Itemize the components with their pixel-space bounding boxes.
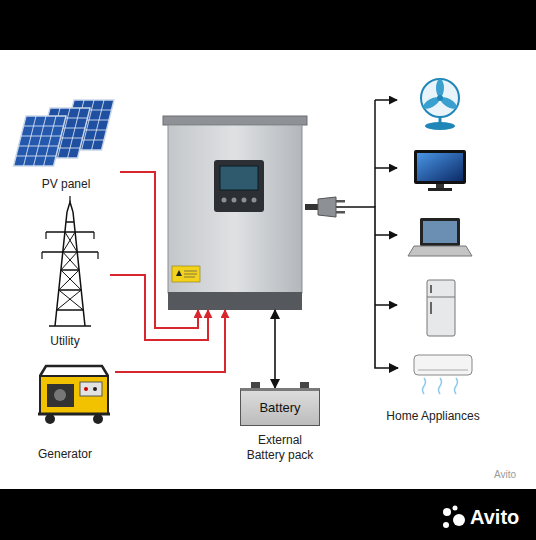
watermark: Avito bbox=[470, 506, 519, 529]
power-wire bbox=[120, 172, 198, 328]
node-label: Utility bbox=[50, 334, 79, 348]
node-label: PV panel bbox=[42, 177, 91, 191]
air-conditioner-icon bbox=[414, 355, 472, 394]
inverter-node bbox=[165, 118, 305, 310]
generator-node: Generator bbox=[15, 358, 115, 463]
power-connector bbox=[305, 207, 398, 368]
bottom-bar bbox=[0, 489, 536, 540]
pv-panel-node: PV panel bbox=[12, 95, 120, 193]
appliance-bus bbox=[375, 100, 397, 305]
top-bar bbox=[0, 0, 536, 50]
node-label: Battery bbox=[259, 400, 300, 416]
battery-box: BatteryExternal Battery pack bbox=[240, 388, 320, 426]
watermark-logo bbox=[443, 506, 465, 529]
power-wire bbox=[115, 310, 225, 372]
tv-icon bbox=[414, 150, 466, 191]
laptop-icon bbox=[408, 218, 472, 256]
power-plug bbox=[305, 197, 345, 217]
appliance-group: Home Appliances bbox=[398, 80, 508, 425]
watermark: Avito bbox=[494, 469, 516, 480]
pv-panels bbox=[14, 100, 114, 166]
node-label: Generator bbox=[38, 447, 92, 461]
utility-tower bbox=[42, 196, 98, 326]
fridge-icon bbox=[427, 280, 455, 336]
generator-illustration bbox=[38, 366, 110, 424]
pv-module bbox=[14, 116, 66, 166]
power-wire bbox=[110, 275, 208, 340]
power-connector bbox=[274, 310, 276, 388]
utility-node: Utility bbox=[20, 200, 110, 350]
fan-icon bbox=[421, 79, 459, 130]
node-caption: External Battery pack bbox=[238, 433, 322, 463]
inverter-illustration bbox=[163, 116, 307, 310]
node-label: Home Appliances bbox=[386, 409, 479, 423]
